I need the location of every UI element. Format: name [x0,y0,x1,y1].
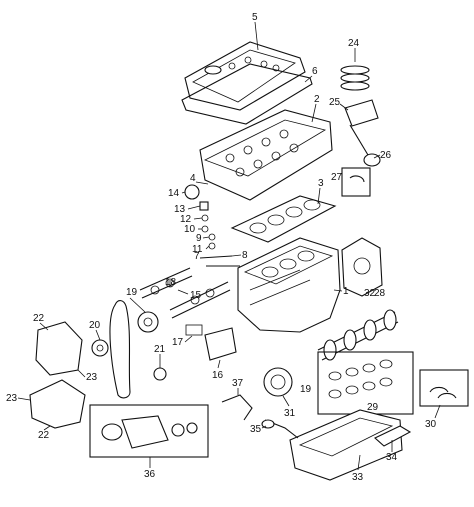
callout-16: 16 [212,370,224,381]
cam-sprocket[interactable] [137,311,159,333]
callout-8: 8 [242,250,248,261]
oil-pump-box[interactable] [89,404,209,458]
callouts: 5 6 24 25 2 26 27 3 4 14 13 12 10 9 11 7… [6,12,441,483]
callout-35: 35 [250,424,262,435]
callout-4: 4 [190,173,196,184]
thrust-washers-box[interactable] [419,369,469,407]
callout-13: 13 [174,204,186,215]
belt-tensioner[interactable] [153,367,167,381]
callout-32: 32 [364,288,376,299]
head-gasket[interactable] [230,195,337,243]
callout-17: 17 [172,337,184,348]
callout-30: 30 [425,419,437,430]
seal-retainer[interactable] [221,394,253,421]
callout-15: 15 [190,290,202,301]
gasket-16[interactable] [204,327,237,361]
callout-6: 6 [312,66,318,77]
callout-18: 18 [165,277,177,288]
callout-22-upper: 22 [33,313,45,324]
connecting-rod[interactable] [349,124,369,156]
gasket-17[interactable] [185,324,203,336]
callout-37: 37 [232,378,244,389]
callout-20: 20 [89,320,101,331]
oil-seal[interactable] [91,339,109,357]
timing-cover-lower[interactable] [29,379,86,429]
callout-27: 27 [331,172,343,183]
timing-cover-upper[interactable] [35,321,83,376]
camshafts[interactable] [139,267,231,319]
valve-cover-gasket[interactable] [181,63,313,125]
rod-bearing-box[interactable] [341,167,371,197]
cylinder-head[interactable] [199,109,333,201]
callout-5: 5 [252,12,258,23]
oil-baffle[interactable] [374,425,412,447]
callout-1: 1 [343,286,349,297]
callout-24: 24 [348,38,360,49]
callout-19-cam: 19 [126,287,138,298]
callout-19-crank: 19 [300,384,312,395]
callout-23-lower: 23 [6,393,18,404]
timing-belt[interactable] [109,300,131,399]
callout-36: 36 [144,469,156,480]
callout-14: 14 [168,188,180,199]
callout-29: 29 [367,402,379,413]
callout-3: 3 [318,178,324,189]
callout-2: 2 [314,94,320,105]
piston[interactable] [344,99,379,127]
callout-11: 11 [192,244,203,255]
callout-31: 31 [284,408,296,419]
valve-cover[interactable] [184,41,306,111]
callout-22-lower: 22 [38,430,50,441]
callout-12: 12 [180,214,192,225]
callout-10: 10 [184,224,196,235]
crankshaft[interactable] [317,309,399,361]
callout-7: 7 [194,251,200,262]
oil-pan[interactable] [289,409,403,481]
callout-21: 21 [154,344,166,355]
engine-block[interactable] [237,237,341,333]
piston-rings[interactable] [340,65,370,91]
callout-23-upper: 23 [86,372,98,383]
callout-9: 9 [196,233,202,244]
callout-34: 34 [386,452,398,463]
callout-25: 25 [329,97,341,108]
oil-pump-cover[interactable] [341,237,383,297]
callout-33: 33 [352,472,364,483]
crank-pulley[interactable] [263,367,293,397]
callout-28: 28 [374,288,386,299]
callout-26: 26 [380,150,392,161]
